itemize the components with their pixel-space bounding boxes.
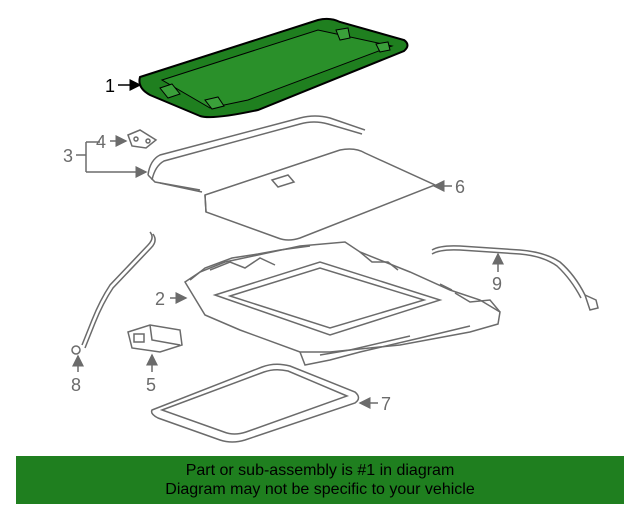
part-1-glass-panel[interactable] <box>138 17 409 119</box>
part-5-motor[interactable] <box>127 324 183 353</box>
part-3-deflector[interactable] <box>147 115 366 193</box>
notice-banner: Part or sub-assembly is #1 in diagram Di… <box>16 456 624 504</box>
callout-9[interactable]: 9 <box>492 274 502 294</box>
callout-3[interactable]: 3 <box>63 146 73 166</box>
callout-1[interactable]: 1 <box>105 76 115 96</box>
callout-6[interactable]: 6 <box>455 177 465 197</box>
part-4-clip[interactable] <box>127 129 158 149</box>
callout-2[interactable]: 2 <box>155 289 165 309</box>
callout-8[interactable]: 8 <box>71 375 81 395</box>
part-8-drain-hose-front[interactable] <box>71 231 156 355</box>
part-9-drain-hose-rear[interactable] <box>431 245 599 311</box>
part-6-sunshade[interactable] <box>204 148 437 241</box>
leader-3 <box>76 141 148 178</box>
callout-5[interactable]: 5 <box>146 375 156 395</box>
callout-7[interactable]: 7 <box>381 394 391 414</box>
banner-line-2: Diagram may not be specific to your vehi… <box>165 481 475 498</box>
part-7-seal[interactable] <box>150 363 360 443</box>
callout-4[interactable]: 4 <box>96 132 106 152</box>
part-2-frame[interactable] <box>183 241 501 366</box>
parts-diagram: 1 2 3 4 5 6 7 8 9 <box>63 17 599 443</box>
banner-line-1: Part or sub-assembly is #1 in diagram <box>185 462 455 479</box>
